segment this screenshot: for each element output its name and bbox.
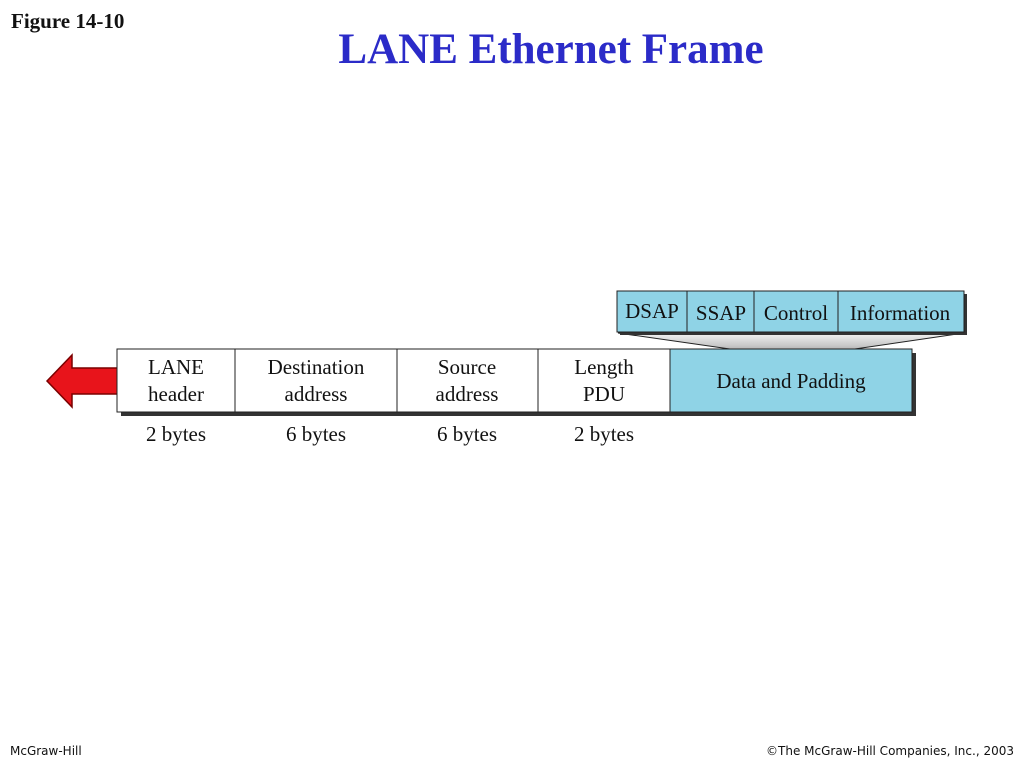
llc-field-ssap: SSAP xyxy=(696,301,746,325)
field-source-line1: Source xyxy=(438,355,496,379)
field-lane-header-line2: header xyxy=(148,382,204,406)
llc-fields-box xyxy=(616,290,965,333)
llc-field-dsap: DSAP xyxy=(625,299,679,323)
field-length-line2: PDU xyxy=(583,382,625,406)
size-source: 6 bytes xyxy=(437,422,497,446)
llc-fields: DSAP SSAP Control Information xyxy=(616,290,967,335)
footer-copyright: ©The McGraw-Hill Companies, Inc., 2003 xyxy=(766,744,1014,758)
field-length-line1: Length xyxy=(574,355,634,379)
left-arrow-icon xyxy=(45,353,119,409)
ethernet-frame: LANE header Destination address Source a… xyxy=(116,348,916,416)
size-destination: 6 bytes xyxy=(286,422,346,446)
llc-field-control: Control xyxy=(764,301,828,325)
figure-label: Figure 14-10 xyxy=(11,9,125,33)
size-length: 2 bytes xyxy=(574,422,634,446)
field-source-line2: address xyxy=(436,382,499,406)
field-destination-line1: Destination xyxy=(268,355,365,379)
field-sizes: 2 bytes 6 bytes 6 bytes 2 bytes xyxy=(146,422,634,446)
slide-title: LANE Ethernet Frame xyxy=(338,26,764,73)
field-data-padding: Data and Padding xyxy=(716,369,866,393)
size-lane-header: 2 bytes xyxy=(146,422,206,446)
footer-publisher: McGraw-Hill xyxy=(10,744,82,758)
field-destination-line2: address xyxy=(285,382,348,406)
field-lane-header-line1: LANE xyxy=(148,355,204,379)
llc-field-information: Information xyxy=(850,301,951,325)
